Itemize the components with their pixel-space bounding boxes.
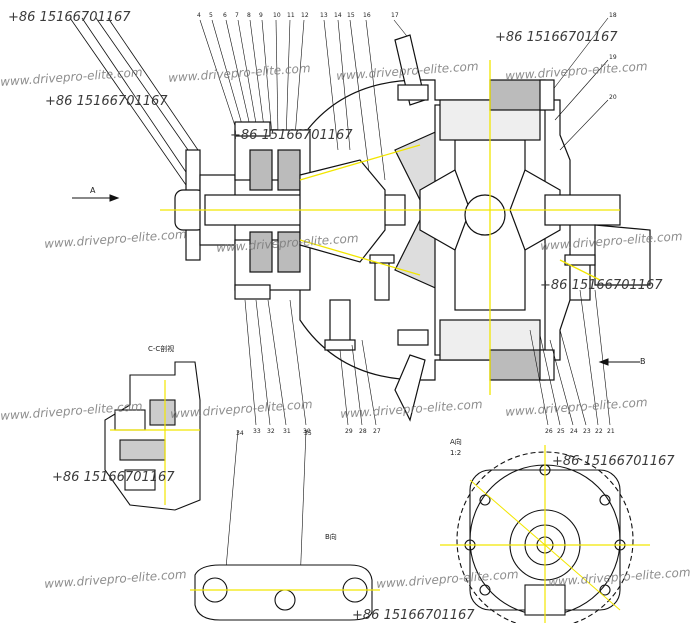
phone-number: +86 15166701167 xyxy=(52,470,175,485)
callout-22: 22 xyxy=(595,428,603,435)
callout-21: 21 xyxy=(607,428,615,435)
callout-35: 35 xyxy=(304,430,312,437)
callout-12: 12 xyxy=(301,12,309,19)
callout-16: 16 xyxy=(363,12,371,19)
callout-30: 30 xyxy=(303,428,311,435)
callout-10: 10 xyxy=(273,12,281,19)
view-a-label: A xyxy=(90,186,96,195)
phone-number: +86 15166701167 xyxy=(540,278,663,293)
callout-11: 11 xyxy=(287,12,295,19)
callout-23: 23 xyxy=(583,428,591,435)
callout-27: 27 xyxy=(373,428,381,435)
callout-15: 15 xyxy=(347,12,355,19)
view-a-title: A向 xyxy=(450,438,462,446)
callout-20: 20 xyxy=(609,94,617,101)
callout-6: 6 xyxy=(223,12,227,19)
callout-28: 28 xyxy=(359,428,367,435)
callout-32: 32 xyxy=(267,428,275,435)
callout-25: 25 xyxy=(557,428,565,435)
section-cc-title: C-C剖视 xyxy=(148,345,175,353)
phone-number: +86 15166701167 xyxy=(8,10,131,25)
phone-number: +86 15166701167 xyxy=(352,608,475,623)
callout-33: 33 xyxy=(253,428,261,435)
callout-8: 8 xyxy=(247,12,251,19)
callout-7: 7 xyxy=(235,12,239,19)
callout-9: 9 xyxy=(259,12,263,19)
phone-number: +86 15166701167 xyxy=(495,30,618,45)
callout-29: 29 xyxy=(345,428,353,435)
callout-26: 26 xyxy=(545,428,553,435)
callout-17: 17 xyxy=(391,12,399,19)
callout-13: 13 xyxy=(320,12,328,19)
phone-number: +86 15166701167 xyxy=(45,94,168,109)
scale-label: 1:2 xyxy=(450,449,462,457)
callout-18: 18 xyxy=(609,12,617,19)
callout-31: 31 xyxy=(283,428,291,435)
callout-14: 14 xyxy=(334,12,342,19)
phone-number: +86 15166701167 xyxy=(552,454,675,469)
callout-19: 19 xyxy=(609,54,617,61)
callout-4: 4 xyxy=(197,12,201,19)
phone-number: +86 15166701167 xyxy=(230,128,353,143)
view-b-title: B向 xyxy=(325,533,337,541)
callout-24: 24 xyxy=(570,428,578,435)
view-b-label: B xyxy=(640,357,646,366)
callout-34: 34 xyxy=(236,430,244,437)
callout-5: 5 xyxy=(209,12,213,19)
